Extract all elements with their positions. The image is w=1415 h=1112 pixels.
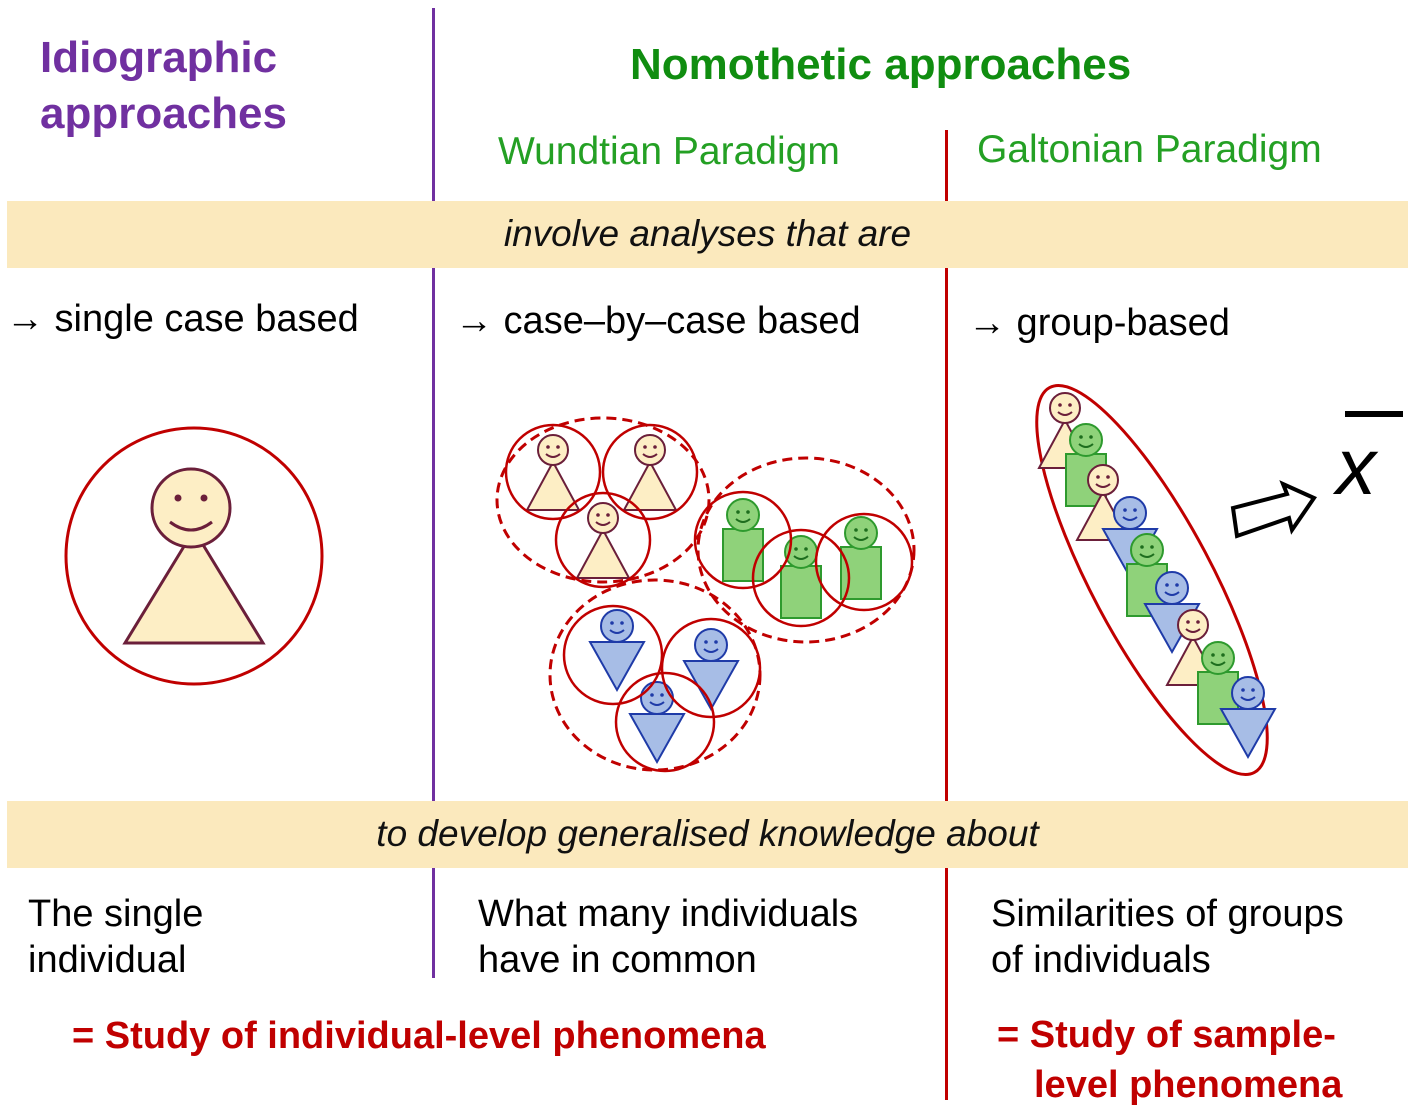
top-band-text: involve analyses that are — [503, 213, 912, 254]
knowledge-wundtian-line2: have in common — [478, 939, 757, 981]
conclusion-individual: = Study of individual-level phenomena — [72, 1015, 766, 1057]
conclusion-sample-line2: level phenomena — [1034, 1064, 1343, 1106]
conclusion-sample-line1: = Study of sample- — [997, 1014, 1336, 1056]
wundtian-blue-cluster — [548, 578, 762, 773]
mean-symbol: x — [1332, 411, 1403, 511]
galtonian-group — [1035, 383, 1276, 777]
knowledge-wundtian-line1: What many individuals — [478, 893, 859, 935]
idiographic-heading-line2: approaches — [40, 89, 287, 138]
idiographic-heading-line1: Idiographic — [40, 33, 278, 82]
knowledge-galtonian: Similarities of groups of individuals — [991, 891, 1344, 983]
wundtian-tan-cluster — [495, 416, 711, 589]
analysis-wundtian: → case–by–case based — [455, 300, 861, 342]
red-divider-lower — [945, 868, 948, 1100]
hollow-arrow-icon — [1230, 480, 1318, 539]
analysis-idiographic: → single case based — [6, 298, 359, 340]
knowledge-galtonian-line1: Similarities of groups — [991, 893, 1344, 935]
red-divider-upper — [945, 130, 948, 201]
knowledge-idiographic-line1: The single — [28, 893, 204, 935]
analysis-galtonian: → group-based — [968, 302, 1230, 344]
knowledge-galtonian-line2: of individuals — [991, 939, 1211, 981]
idiographic-heading: Idiographic approaches — [40, 30, 287, 142]
galtonian-heading: Galtonian Paradigm — [977, 128, 1322, 171]
red-divider-middle — [945, 268, 948, 801]
knowledge-idiographic: The single individual — [28, 891, 203, 983]
purple-divider-middle — [432, 268, 435, 801]
knowledge-idiographic-line2: individual — [28, 939, 187, 981]
purple-divider-lower — [432, 868, 435, 978]
bottom-band-text: to develop generalised knowledge about — [376, 813, 1039, 854]
knowledge-wundtian: What many individuals have in common — [478, 891, 858, 983]
conclusion-sample: = Study of sample- level phenomena — [997, 1010, 1342, 1110]
mean-symbol-letter: x — [1332, 422, 1379, 511]
wundtian-green-cluster — [693, 456, 916, 644]
top-band: involve analyses that are — [7, 201, 1408, 268]
wundtian-heading: Wundtian Paradigm — [498, 130, 840, 173]
bottom-band: to develop generalised knowledge about — [7, 801, 1408, 868]
single-individual — [64, 426, 324, 686]
nomothetic-heading: Nomothetic approaches — [630, 40, 1132, 89]
purple-divider-upper — [432, 8, 435, 201]
